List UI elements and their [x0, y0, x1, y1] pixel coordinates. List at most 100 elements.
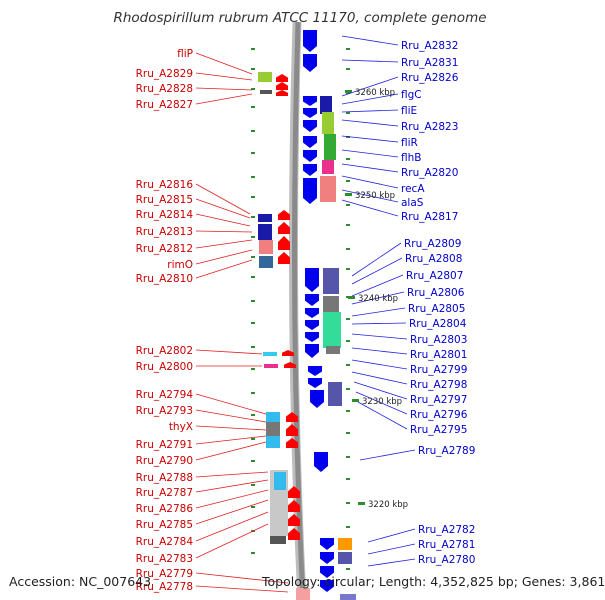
feature-layer — [258, 30, 356, 600]
gene-arrow — [305, 308, 319, 318]
gene-arrow — [320, 538, 334, 550]
gc-tick — [251, 196, 255, 198]
gene-arrow — [276, 90, 288, 96]
gene-arrow — [282, 350, 294, 356]
gene-arrow — [286, 412, 298, 422]
gc-tick — [251, 484, 255, 486]
feature-box — [322, 160, 334, 174]
left-gene-label: Rru_A2813 — [136, 226, 193, 238]
left-gene-label: rimO — [167, 259, 193, 271]
right-gene-label: Rru_A2789 — [418, 445, 475, 457]
scale-label: 3240 kbp — [358, 294, 398, 304]
scale-tick — [358, 502, 365, 505]
right-leader-line — [341, 189, 399, 203]
right-gene-label: Rru_A2831 — [401, 57, 458, 69]
gene-arrow — [310, 390, 324, 408]
right-gene-label: Rru_A2809 — [404, 238, 461, 250]
gc-tick — [251, 276, 255, 278]
left-gene-label: Rru_A2815 — [136, 194, 193, 206]
right-leader-line — [341, 149, 399, 158]
right-gene-label: Rru_A2795 — [410, 424, 467, 436]
right-leader-line — [341, 199, 399, 217]
gene-arrow — [305, 320, 319, 330]
left-leader-line — [195, 523, 269, 559]
left-leader-line — [195, 479, 269, 493]
feature-box — [258, 224, 272, 240]
gc-tick — [251, 48, 255, 50]
gc-tick — [251, 88, 255, 90]
right-leader-line — [351, 359, 408, 370]
left-leader-line — [195, 230, 253, 233]
gc-tick — [251, 346, 255, 348]
scale-label: 3260 kbp — [355, 88, 395, 98]
gc-tick — [346, 456, 350, 458]
gc-tick — [346, 364, 350, 366]
left-gene-label: Rru_A2794 — [136, 389, 194, 401]
gene-arrow — [308, 366, 322, 376]
feature-box — [320, 106, 332, 114]
right-gene-label: Rru_A2832 — [401, 40, 458, 52]
gc-tick — [346, 318, 350, 320]
right-leader-line — [351, 322, 407, 325]
right-gene-label: Rru_A2817 — [401, 211, 458, 223]
gc-tick — [251, 152, 255, 154]
right-gene-label: Rru_A2780 — [418, 554, 475, 566]
gc-tick — [251, 392, 255, 394]
left-leader-line — [195, 585, 289, 593]
feature-box — [259, 256, 273, 268]
right-leader-line — [341, 175, 399, 189]
genome-summary-text: Topology: circular; Length: 4,352,825 bp… — [262, 574, 605, 589]
gene-arrow — [303, 178, 317, 204]
gene-arrow — [288, 500, 300, 512]
connector-layer — [195, 35, 416, 593]
gene-arrow — [278, 236, 290, 250]
right-gene-label: fliR — [401, 137, 418, 149]
left-leader-line — [195, 441, 267, 461]
left-leader-line — [195, 213, 251, 227]
right-leader-line — [351, 307, 406, 317]
right-gene-label: flgC — [401, 89, 422, 101]
right-leader-line — [341, 35, 399, 46]
right-leader-line — [355, 391, 408, 415]
right-leader-line — [341, 59, 399, 63]
left-leader-line — [195, 239, 253, 249]
left-leader-line — [195, 435, 267, 445]
gc-tick — [346, 68, 350, 70]
left-gene-label: Rru_A2802 — [136, 345, 193, 357]
left-leader-line — [195, 249, 253, 265]
right-gene-label: Rru_A2805 — [408, 303, 465, 315]
gc-tick — [346, 388, 350, 390]
left-leader-line — [195, 499, 269, 525]
left-gene-label: Rru_A2814 — [136, 209, 194, 221]
left-gene-label: Rru_A2793 — [136, 405, 193, 417]
feature-box — [266, 412, 280, 422]
right-leader-line — [341, 135, 399, 143]
left-leader-line — [195, 572, 289, 584]
feature-box — [266, 436, 280, 448]
feature-box — [323, 296, 339, 312]
feature-box — [260, 90, 272, 94]
left-gene-label: Rru_A2791 — [136, 439, 193, 451]
left-gene-label: Rru_A2812 — [136, 243, 193, 255]
right-gene-label: fliE — [401, 105, 417, 117]
right-leader-line — [367, 528, 416, 543]
right-gene-label: Rru_A2781 — [418, 539, 475, 551]
gc-tick — [346, 204, 350, 206]
gc-tick — [251, 130, 255, 132]
left-gene-label: Rru_A2784 — [136, 536, 194, 548]
right-leader-line — [351, 347, 408, 355]
right-gene-label: Rru_A2804 — [409, 318, 467, 330]
gene-arrow — [303, 54, 317, 72]
left-leader-line — [195, 511, 269, 542]
feature-box — [270, 536, 286, 544]
gene-arrow — [305, 344, 319, 358]
left-leader-line — [195, 425, 267, 431]
right-leader-line — [357, 401, 408, 430]
gene-arrow — [288, 486, 300, 498]
gc-tick — [346, 432, 350, 434]
gene-arrow — [284, 362, 296, 368]
right-leader-line — [351, 333, 408, 340]
gene-arrow — [314, 452, 328, 472]
right-gene-label: flhB — [401, 152, 421, 164]
